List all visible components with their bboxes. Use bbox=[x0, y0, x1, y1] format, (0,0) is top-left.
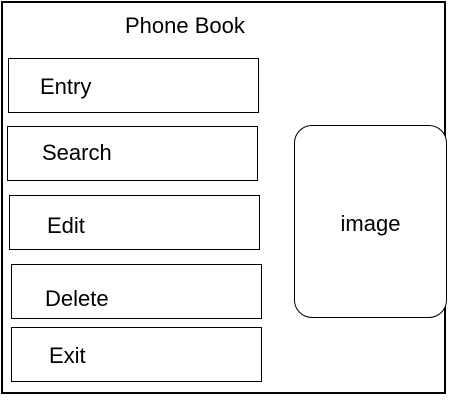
window-title: Phone Book bbox=[125, 13, 245, 38]
phone-book-window: Phone Book Entry Search Edit Delete Exit… bbox=[1, 1, 447, 394]
search-button-label: Search bbox=[42, 140, 112, 165]
exit-button-label: Exit bbox=[49, 343, 86, 368]
exit-button[interactable]: Exit bbox=[11, 327, 262, 382]
image-placeholder: image bbox=[294, 125, 447, 318]
search-button[interactable]: Search bbox=[7, 126, 258, 181]
delete-button-label: Delete bbox=[45, 286, 109, 311]
image-placeholder-label: image bbox=[340, 211, 401, 236]
entry-button-label: Entry bbox=[40, 74, 92, 99]
edit-button-label: Edit bbox=[47, 213, 85, 238]
edit-button[interactable]: Edit bbox=[9, 195, 260, 250]
delete-button[interactable]: Delete bbox=[11, 264, 262, 319]
entry-button[interactable]: Entry bbox=[8, 58, 259, 113]
